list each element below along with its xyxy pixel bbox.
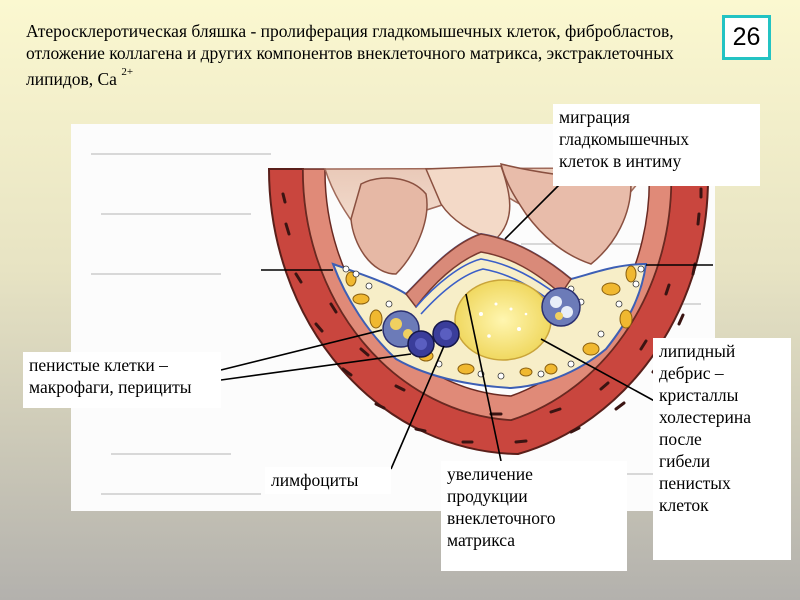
lymphocytes-cells [407,320,460,358]
label-matrix: увеличение продукции внеклеточного матри… [441,461,627,571]
label-lipid-line-8: клеток [659,495,709,515]
leader-lines [220,183,661,470]
label-matrix-line-3: внеклеточного [447,508,556,528]
slide-number: 26 [722,15,771,60]
label-foam-cells-line-2: макрофаги, перициты [29,377,192,397]
label-migration-line-3: клеток в интиму [559,151,682,171]
artery-illustration [91,153,713,495]
label-lipid-line-3: кристаллы [659,385,739,405]
fibrous-cap [405,233,572,309]
lumen-fold-left [350,177,428,275]
label-migration-line-2: гладкомышечных [559,129,690,149]
artery-figure [71,124,715,511]
label-lipid-line-1: липидный [659,341,736,361]
cholesterol-dots [479,302,528,338]
label-migration: миграция гладкомышечных клеток в интиму [553,104,760,186]
label-lipid-line-4: холестерина [659,407,751,427]
label-lipid-line-7: пенистых [659,473,731,493]
lipid-core [454,279,552,361]
label-lipid-debris: липидный дебрис – кристаллы холестерина … [653,338,791,560]
title-text: Атеросклеротическая бляшка - пролифераци… [26,21,674,89]
label-matrix-line-1: увеличение [447,464,533,484]
label-lymphocytes: лимфоциты [265,467,391,494]
title-superscript: 2+ [121,66,134,78]
label-lipid-line-2: дебрис – [659,363,724,383]
label-foam-cells: пенистые клетки – макрофаги, перициты [23,352,221,408]
label-matrix-line-4: матрикса [447,530,516,550]
foam-macrophages [382,287,581,348]
label-lipid-line-5: после [659,429,702,449]
label-lymphocytes-text: лимфоциты [271,470,359,490]
label-foam-cells-line-1: пенистые клетки – [29,355,168,375]
label-matrix-line-2: продукции [447,486,528,506]
label-migration-line-1: миграция [559,107,630,127]
slide-title: Атеросклеротическая бляшка - пролифераци… [26,20,716,90]
label-lipid-line-6: гибели [659,451,711,471]
